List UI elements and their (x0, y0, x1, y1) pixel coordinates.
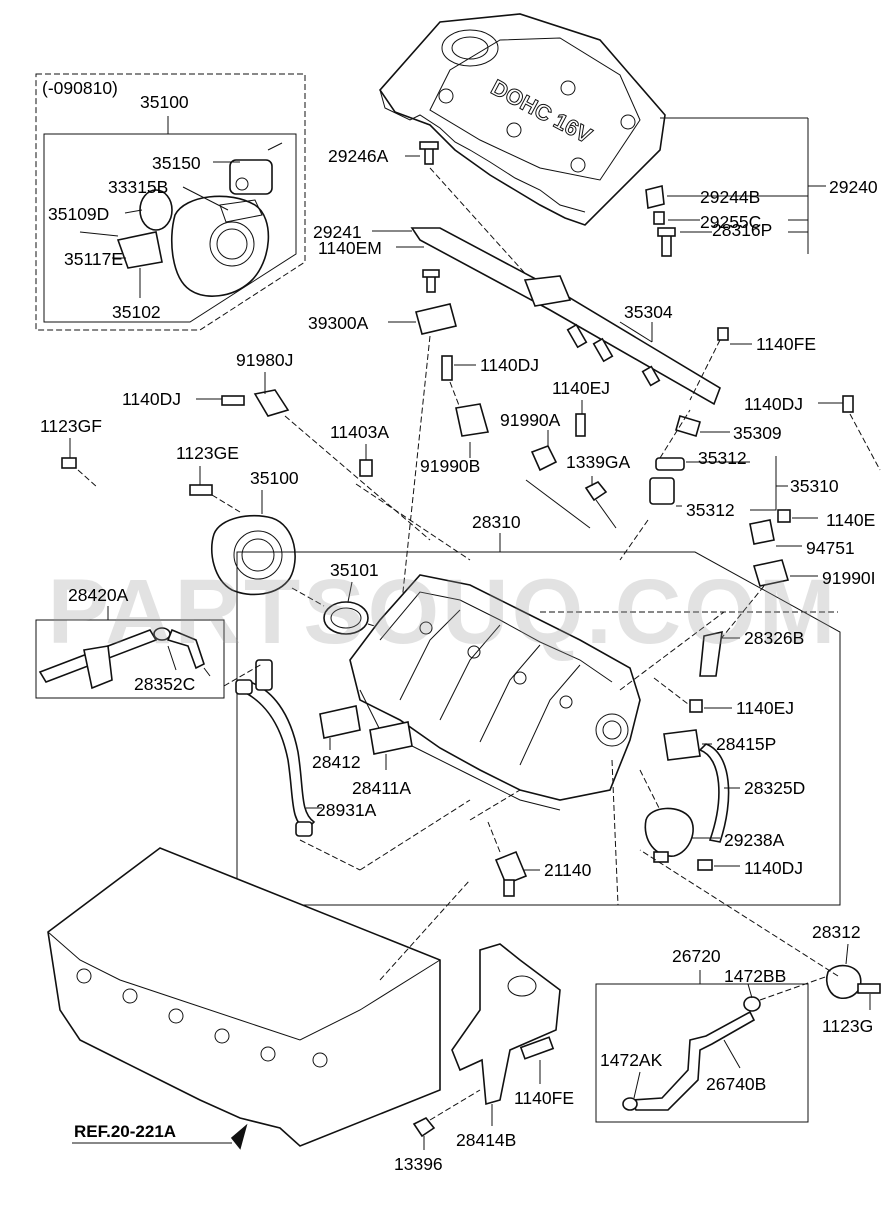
part-label-1140fe-bottom[interactable]: 1140FE (514, 1088, 574, 1108)
part-label-91990b[interactable]: 91990B (420, 456, 481, 476)
part-label-28420a[interactable]: 28420A (68, 585, 129, 605)
part-label-1140em[interactable]: 1140EM (318, 238, 382, 258)
part-label-28310[interactable]: 28310 (472, 512, 521, 532)
part-label-28325d[interactable]: 28325D (744, 778, 806, 798)
part-label-1123gf[interactable]: 1123GF (40, 416, 102, 436)
right-side-parts (611, 630, 740, 906)
part-label-1140e[interactable]: 1140E (826, 510, 876, 530)
part-label-21140[interactable]: 21140 (544, 860, 592, 880)
engine-cover: DOHC 16V (378, 13, 826, 291)
part-label-91990i[interactable]: 91990I (822, 568, 876, 588)
port-28312 (639, 849, 881, 1010)
pcv-hose-inset (595, 970, 829, 1123)
part-label-1472ak[interactable]: 1472AK (600, 1050, 663, 1070)
part-label-28411a[interactable]: 28411A (352, 778, 412, 798)
fuel-rail (372, 227, 788, 561)
part-label-35310[interactable]: 35310 (790, 476, 839, 496)
part-label-29238a[interactable]: 29238A (724, 830, 785, 850)
part-label-28415p[interactable]: 28415P (716, 734, 777, 754)
part-label-28412[interactable]: 28412 (312, 752, 361, 772)
part-label-13396[interactable]: 13396 (394, 1154, 443, 1174)
part-label-29246a[interactable]: 29246A (328, 146, 389, 166)
part-label-35102[interactable]: 35102 (112, 302, 161, 322)
throttle-body-main (210, 490, 421, 641)
part-label-35117e[interactable]: 35117E (64, 249, 124, 269)
throttle-body-inset (35, 73, 306, 331)
bracket-28414b (412, 943, 561, 1150)
sensor-21140 (469, 789, 540, 897)
part-label-28316p[interactable]: 28316P (712, 220, 773, 240)
part-label-39300a[interactable]: 39300A (308, 313, 369, 333)
watermark: PARTSOUQ.COM (47, 561, 839, 663)
part-label-28326b[interactable]: 28326B (744, 628, 805, 648)
part-label-35109d[interactable]: 35109D (48, 204, 110, 224)
part-label-28931a[interactable]: 28931A (316, 800, 377, 820)
part-label-1123ge[interactable]: 1123GE (176, 443, 239, 463)
part-label-35312-b[interactable]: 35312 (686, 500, 735, 520)
part-label-1140dj-left[interactable]: 1140DJ (122, 389, 182, 409)
intake-manifold (236, 533, 841, 906)
part-label-35312-a[interactable]: 35312 (698, 448, 747, 468)
part-label-26720[interactable]: 26720 (672, 946, 721, 966)
part-label-35100-mid[interactable]: 35100 (250, 468, 299, 488)
part-label-1140ej-top[interactable]: 1140EJ (552, 378, 611, 398)
variant-note: (-090810) (42, 78, 118, 98)
part-label-35150[interactable]: 35150 (152, 153, 201, 173)
part-label-35101[interactable]: 35101 (330, 560, 379, 580)
part-label-91990a[interactable]: 91990A (500, 410, 561, 430)
part-label-94751[interactable]: 94751 (806, 538, 855, 558)
part-label-1123g[interactable]: 1123G (822, 1016, 874, 1036)
part-label-35304[interactable]: 35304 (624, 302, 673, 322)
part-label-26740b[interactable]: 26740B (706, 1074, 767, 1094)
part-label-33315b[interactable]: 33315B (108, 177, 169, 197)
part-label-91980j[interactable]: 91980J (236, 350, 294, 370)
part-label-28352c[interactable]: 28352C (134, 674, 196, 694)
part-label-1140dj-right[interactable]: 1140DJ (744, 394, 804, 414)
part-label-35100[interactable]: 35100 (140, 92, 189, 112)
part-label-1140ej-right[interactable]: 1140EJ (736, 698, 795, 718)
fasteners-top (61, 246, 881, 641)
part-label-1339ga[interactable]: 1339GA (566, 452, 631, 472)
part-label-28312[interactable]: 28312 (812, 922, 861, 942)
part-label-29241[interactable]: 29241 (313, 222, 362, 242)
part-label-1140fe-top[interactable]: 1140FE (756, 334, 816, 354)
water-pipe (235, 659, 471, 871)
part-label-35309[interactable]: 35309 (733, 423, 782, 443)
part-label-29240[interactable]: 29240 (829, 177, 878, 197)
part-label-29244b[interactable]: 29244B (700, 187, 761, 207)
part-label-1472bb[interactable]: 1472BB (724, 966, 787, 986)
part-label-29255c[interactable]: 29255C (700, 212, 762, 232)
reference-label[interactable]: REF.20-221A (74, 1122, 177, 1141)
cylinder-head (47, 847, 471, 1150)
part-label-1140dj-bottom[interactable]: 1140DJ (744, 858, 804, 878)
part-label-1140dj-mid[interactable]: 1140DJ (480, 355, 540, 375)
pcv-inset (35, 606, 263, 699)
part-label-11403a[interactable]: 11403A (330, 422, 390, 442)
part-label-28414b[interactable]: 28414B (456, 1130, 517, 1150)
